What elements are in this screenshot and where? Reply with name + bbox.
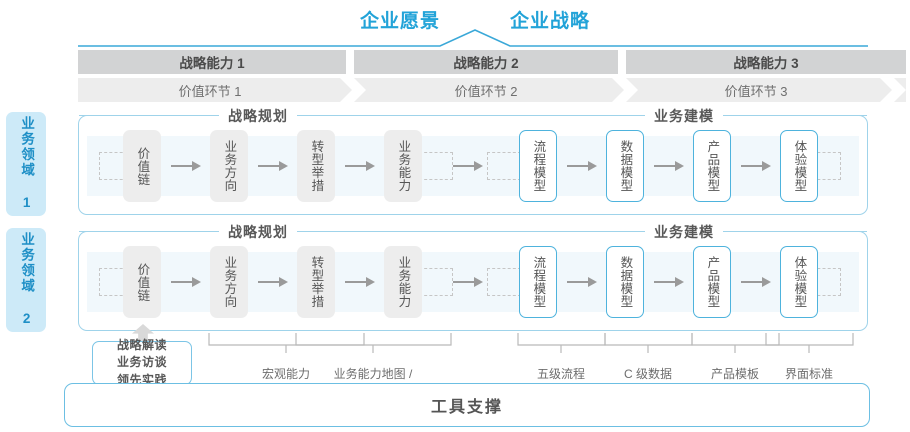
- section-title-modeling-1: 业务建模: [645, 106, 723, 126]
- node-business-direction-2[interactable]: 业务方向: [210, 246, 248, 318]
- section-title-label: 业务建模: [654, 108, 714, 124]
- section-title-line-mid-2: [355, 231, 617, 232]
- arrow-2-1: [171, 277, 201, 287]
- arrow-1-6: [654, 161, 684, 171]
- footnote-label: 产品模板: [710, 367, 759, 382]
- section-title-planning-1: 战略规划: [219, 106, 297, 126]
- node-product-model-2[interactable]: 产品模型: [693, 246, 731, 318]
- arrow-2-3: [345, 277, 375, 287]
- node-transformation-measures-1[interactable]: 转型举措: [297, 130, 335, 202]
- node-business-direction-1[interactable]: 业务方向: [210, 130, 248, 202]
- node-product-model-1[interactable]: 产品模型: [693, 130, 731, 202]
- section-title-line-left-1: [79, 115, 191, 116]
- placeholder-box-mid-right-2: [487, 268, 521, 296]
- arrow-1-7: [741, 161, 771, 171]
- capability-label-1: 战略能力 1: [179, 56, 245, 71]
- section-title-label: 战略规划: [228, 224, 288, 240]
- node-label: 业务能力: [396, 140, 411, 192]
- section-title-line-mid-1: [355, 115, 617, 116]
- capability-cell-3: 战略能力 3: [626, 50, 906, 74]
- section-title-line-right-2: [781, 231, 867, 232]
- value-link-label-3: 价值环节 3: [724, 83, 788, 99]
- node-value-chain-2[interactable]: 价值链: [123, 246, 161, 318]
- value-link-label-2: 价值环节 2: [454, 83, 518, 99]
- enterprise-strategy-title: 企业战略: [509, 11, 590, 32]
- value-link-cell-3: 价值环节 3: [626, 78, 886, 102]
- value-link-bar-background: [78, 78, 906, 102]
- section-title-label: 业务建模: [654, 224, 714, 240]
- node-label: 价值链: [135, 146, 150, 186]
- tool-support-label: 工具支撑: [430, 399, 503, 416]
- node-label: 转型举措: [309, 140, 324, 192]
- node-label: 流程模型: [531, 256, 546, 308]
- value-link-cell-1: 价值环节 1: [78, 78, 342, 102]
- vision-strategy-connector-line: [78, 29, 868, 47]
- sidebar-tab-domain-1[interactable]: 业务领域 1: [6, 112, 46, 216]
- node-experience-model-1[interactable]: 体验模型: [780, 130, 818, 202]
- node-process-model-2[interactable]: 流程模型: [519, 246, 557, 318]
- node-label: 产品模型: [705, 256, 720, 308]
- node-value-chain-1[interactable]: 价值链: [123, 130, 161, 202]
- node-transformation-measures-2[interactable]: 转型举措: [297, 246, 335, 318]
- arrow-2-2: [258, 277, 288, 287]
- footnote-highlight-box: 战略解读 业务访谈 领先实践: [92, 338, 192, 387]
- arrow-1-1: [171, 161, 201, 171]
- footnote-label: 界面标准: [784, 367, 833, 382]
- node-process-model-1[interactable]: 流程模型: [519, 130, 557, 202]
- placeholder-box-mid-right-1: [487, 152, 521, 180]
- node-experience-model-2[interactable]: 体验模型: [780, 246, 818, 318]
- footnote-item-4: 产品模板: [677, 350, 793, 382]
- footnote-highlight-label: 战略解读 业务访谈 领先实践: [116, 338, 167, 387]
- node-data-model-1[interactable]: 数据模型: [606, 130, 644, 202]
- node-label: 流程模型: [531, 140, 546, 192]
- tool-support-box: 工具支撑: [64, 383, 870, 427]
- header-titles: 企业愿景 企业战略: [360, 6, 590, 33]
- node-label: 体验模型: [792, 256, 807, 308]
- domain-row-1: 战略规划 业务建模 价值链 业务方向 转型举措 业务能力 流程模型: [78, 106, 868, 215]
- node-data-model-2[interactable]: 数据模型: [606, 246, 644, 318]
- arrow-1-4: [453, 161, 483, 171]
- placeholder-box-mid-left-2: [419, 268, 453, 296]
- section-title-label: 战略规划: [228, 108, 288, 124]
- section-title-line-right-1: [781, 115, 867, 116]
- arrow-1-3: [345, 161, 375, 171]
- arrow-2-6: [654, 277, 684, 287]
- section-title-planning-2: 战略规划: [219, 222, 297, 242]
- capability-label-2: 战略能力 2: [453, 56, 519, 71]
- arrow-2-5: [567, 277, 597, 287]
- value-link-label-1: 价值环节 1: [178, 83, 242, 99]
- node-label: 产品模型: [705, 140, 720, 192]
- section-title-line-left-2: [79, 231, 191, 232]
- sidebar-tab-label-2: 业务领域 2: [19, 232, 35, 328]
- node-label: 体验模型: [792, 140, 807, 192]
- node-label: 业务能力: [396, 256, 411, 308]
- arrow-1-2: [258, 161, 288, 171]
- sidebar-tab-label-1: 业务领域 1: [19, 116, 35, 212]
- strategic-capability-bar: 战略能力 1 战略能力 2 战略能力 3: [78, 50, 906, 74]
- section-title-modeling-2: 业务建模: [645, 222, 723, 242]
- capability-cell-2: 战略能力 2: [354, 50, 618, 74]
- sidebar-tab-domain-2[interactable]: 业务领域 2: [6, 228, 46, 332]
- node-label: 数据模型: [618, 256, 633, 308]
- arrow-1-5: [567, 161, 597, 171]
- node-label: 价值链: [135, 262, 150, 302]
- placeholder-box-mid-left-1: [419, 152, 453, 180]
- capability-label-3: 战略能力 3: [733, 56, 799, 71]
- node-label: 业务方向: [222, 256, 237, 308]
- node-label: 业务方向: [222, 140, 237, 192]
- domain-row-2: 战略规划 业务建模 价值链 业务方向 转型举措 业务能力 流程模型: [78, 222, 868, 331]
- arrow-2-7: [741, 277, 771, 287]
- value-link-cell-2: 价值环节 2: [356, 78, 616, 102]
- node-business-capability-1[interactable]: 业务能力: [384, 130, 422, 202]
- node-label: 数据模型: [618, 140, 633, 192]
- node-label: 转型举措: [309, 256, 324, 308]
- arrow-2-4: [453, 277, 483, 287]
- node-business-capability-2[interactable]: 业务能力: [384, 246, 422, 318]
- footnote-item-5: 界面标准: [751, 350, 867, 382]
- enterprise-vision-title: 企业愿景: [360, 11, 441, 32]
- capability-cell-1: 战略能力 1: [78, 50, 346, 74]
- value-link-bar: 价值环节 1 价值环节 2 价值环节 3: [78, 78, 906, 102]
